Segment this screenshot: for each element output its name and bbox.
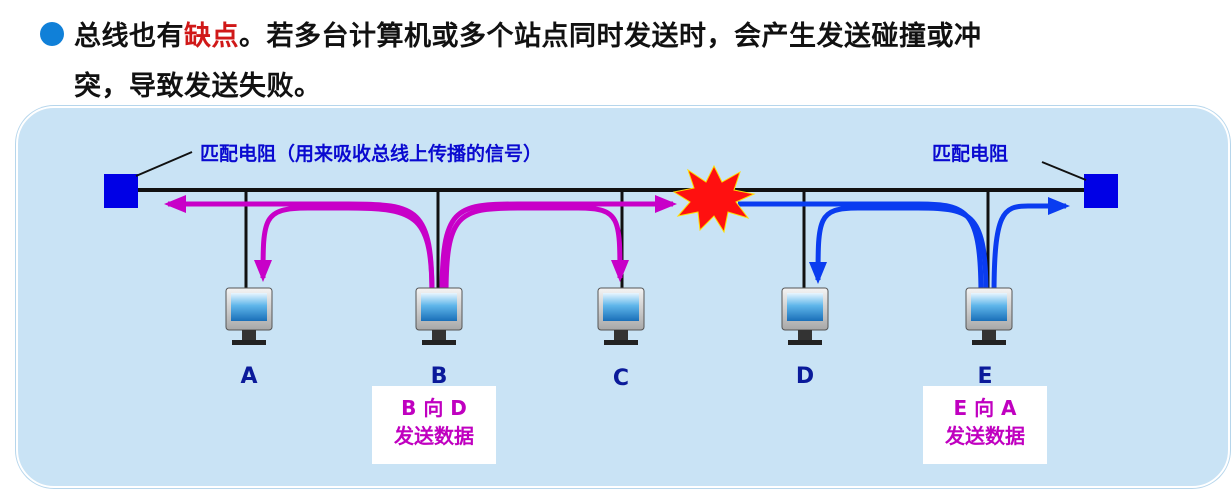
heading-text-pre: 总线也有 [74,21,184,52]
signal-b-to-a [254,205,435,297]
terminator-left-pointer [135,151,193,177]
computer-a [225,287,273,345]
signal-e-group [738,197,1070,297]
heading-line-2: 突，导致发送失败。 [74,71,322,102]
heading-line-1: 总线也有缺点。若多台计算机或多个站点同时发送时，会产生发送碰撞或冲 [74,14,982,53]
signal-e-to-right [991,197,1070,297]
bullet-icon [40,22,64,46]
computer-d [781,287,829,345]
b-send-note: B 向 D 发送数据 [372,386,496,464]
terminator-left [104,174,138,208]
bus-diagram: 匹配电阻（用来吸收总线上传播的信号） 匹配电阻 A B C D E B 向 D … [16,106,1230,488]
terminator-right [1084,174,1118,208]
computer-b-label: B [431,364,448,389]
computer-c-label: C [613,366,629,391]
collision-icon [672,164,756,234]
e-send-note: E 向 A 发送数据 [923,386,1047,464]
computer-e-label: E [977,364,992,389]
signal-b-group [164,195,677,297]
e-send-note-line1: E 向 A [953,396,1017,420]
signal-b-to-c [443,205,629,297]
signal-e-to-d [809,205,989,297]
terminator-right-pointer [1041,161,1087,181]
b-send-note-line2: 发送数据 [394,424,474,448]
computer-d-label: D [796,364,814,389]
e-send-note-line2: 发送数据 [945,424,1025,448]
computer-a-label: A [240,364,257,389]
signal-b-to-left [164,195,435,297]
computer-e [965,287,1013,345]
signal-e-to-left [738,201,984,297]
terminator-right-label: 匹配电阻 [932,142,1008,165]
terminator-left-label: 匹配电阻（用来吸收总线上传播的信号） [200,142,542,165]
heading-text-post: 。若多台计算机或多个站点同时发送时，会产生发送碰撞或冲 [239,21,982,52]
signal-b-to-right [439,195,677,297]
heading-highlight: 缺点 [184,21,239,52]
b-send-note-line1: B 向 D [401,396,467,420]
computer-c [597,287,645,345]
bus-diagram-svg: 匹配电阻（用来吸收总线上传播的信号） 匹配电阻 A B C D E [104,142,1118,391]
computer-b [415,287,463,345]
